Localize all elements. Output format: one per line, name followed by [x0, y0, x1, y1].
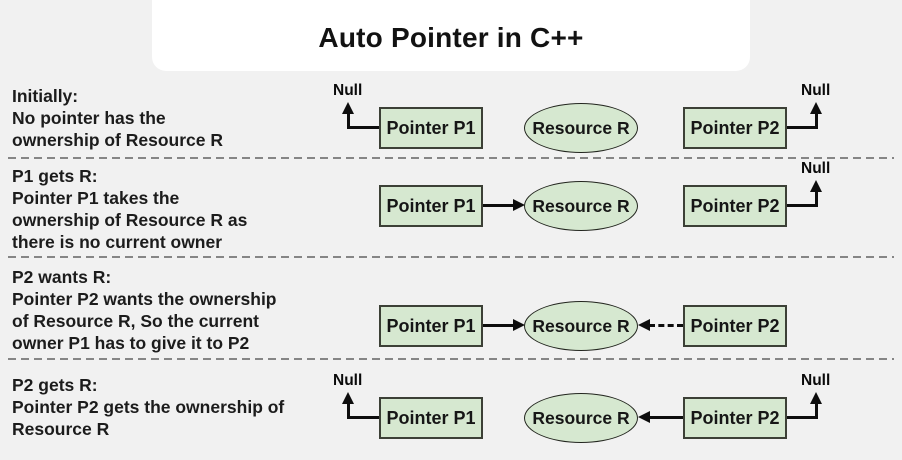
resource-r-label: Resource R	[532, 117, 630, 138]
null-arrow-line	[815, 112, 818, 129]
null-arrow-line	[787, 204, 817, 207]
text-line: Pointer P1 takes the	[12, 188, 180, 208]
pointer-p2-box: Pointer P2	[683, 185, 787, 227]
pointer-p1-label: Pointer P1	[386, 407, 476, 428]
arrowhead-up-icon	[810, 102, 822, 114]
arrow-p1-to-resource	[483, 324, 515, 327]
null-label-left: Null	[333, 372, 363, 389]
text-line: P1 gets R:	[12, 166, 98, 186]
row-description: P2 gets R:Pointer P2 gets the ownership …	[12, 374, 352, 440]
pointer-p1-label: Pointer P1	[386, 315, 476, 336]
pointer-p2-box: Pointer P2	[683, 397, 787, 439]
arrow-p2-to-resource	[649, 416, 683, 419]
text-line: Resource R	[12, 419, 110, 439]
arrowhead-right-icon	[513, 199, 525, 211]
text-line: Pointer P2 gets the ownership of	[12, 397, 285, 417]
null-arrow-line	[347, 112, 350, 129]
row-separator	[8, 256, 894, 259]
arrowhead-left-icon	[638, 411, 650, 423]
text-line: Pointer P2 wants the ownership	[12, 289, 277, 309]
text-line: P2 gets R:	[12, 375, 98, 395]
text-line: of Resource R, So the current	[12, 311, 259, 331]
pointer-p2-label: Pointer P2	[690, 407, 780, 428]
null-arrow-line	[815, 402, 818, 419]
dashed-arrow-p2-to-resource	[649, 323, 683, 327]
arrow-p1-to-resource	[483, 204, 515, 207]
row-separator	[8, 358, 894, 361]
null-arrow-line	[349, 126, 379, 129]
row-description: P2 wants R:Pointer P2 wants the ownershi…	[12, 266, 352, 354]
text-line: No pointer has the	[12, 108, 166, 128]
text-line: ownership of Resource R	[12, 130, 224, 150]
pointer-p1-label: Pointer P1	[386, 117, 476, 138]
pointer-p1-label: Pointer P1	[386, 195, 476, 216]
text-line: ownership of Resource R as	[12, 210, 248, 230]
resource-r-label: Resource R	[532, 407, 630, 428]
title-card: Auto Pointer in C++	[152, 0, 750, 71]
pointer-p2-label: Pointer P2	[690, 117, 780, 138]
arrowhead-up-icon	[810, 392, 822, 404]
pointer-p2-label: Pointer P2	[690, 195, 780, 216]
text-line: Initially:	[12, 86, 79, 106]
resource-r-ellipse: Resource R	[524, 301, 638, 351]
pointer-p2-label: Pointer P2	[690, 315, 780, 336]
null-arrow-line	[787, 126, 817, 129]
page-title: Auto Pointer in C++	[318, 22, 584, 53]
text-line: P2 wants R:	[12, 267, 112, 287]
arrowhead-up-icon	[342, 392, 354, 404]
arrowhead-left-icon	[638, 319, 650, 331]
resource-r-ellipse: Resource R	[524, 181, 638, 231]
resource-r-label: Resource R	[532, 315, 630, 336]
pointer-p1-box: Pointer P1	[379, 305, 483, 347]
pointer-p2-box: Pointer P2	[683, 305, 787, 347]
resource-r-ellipse: Resource R	[524, 103, 638, 153]
text-line: there is no current owner	[12, 232, 223, 252]
null-label-right: Null	[801, 82, 831, 99]
null-arrow-line	[349, 416, 379, 419]
null-label-right: Null	[801, 160, 831, 177]
arrowhead-right-icon	[513, 319, 525, 331]
row-separator	[8, 157, 894, 160]
null-arrow-line	[815, 190, 818, 207]
pointer-p2-box: Pointer P2	[683, 107, 787, 149]
null-label-left: Null	[333, 82, 363, 99]
pointer-p1-box: Pointer P1	[379, 185, 483, 227]
resource-r-label: Resource R	[532, 195, 630, 216]
text-line: owner P1 has to give it to P2	[12, 333, 250, 353]
pointer-p1-box: Pointer P1	[379, 107, 483, 149]
resource-r-ellipse: Resource R	[524, 393, 638, 443]
null-label-right: Null	[801, 372, 831, 389]
null-arrow-line	[347, 402, 350, 419]
arrowhead-up-icon	[342, 102, 354, 114]
pointer-p1-box: Pointer P1	[379, 397, 483, 439]
null-arrow-line	[787, 416, 817, 419]
arrowhead-up-icon	[810, 180, 822, 192]
